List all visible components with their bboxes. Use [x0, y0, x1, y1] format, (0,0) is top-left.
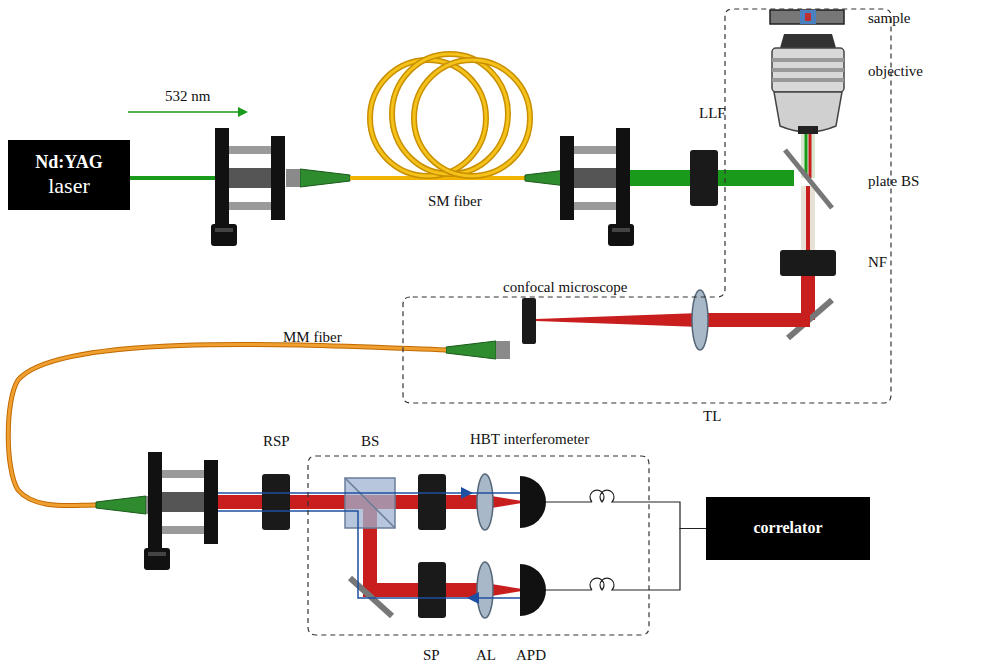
filter-label: LLF [699, 105, 726, 122]
region-heading: HBT interferometer [470, 431, 589, 448]
filter-label: SP [423, 647, 440, 664]
filter-label: NF [868, 254, 887, 271]
region-heading: confocal microscope [503, 279, 628, 296]
wavelength-label: 532 nm [165, 88, 210, 105]
box-title: Nd:YAG [35, 152, 102, 173]
lens-label: TL [703, 408, 721, 425]
box-title: correlator [754, 519, 823, 537]
correlator-box: correlator [706, 497, 870, 560]
dashed-outline [307, 455, 650, 636]
fiber-label: MM fiber [283, 329, 342, 346]
fiber-label: SM fiber [428, 193, 482, 210]
dashed-region: HBT interferometer [307, 455, 650, 636]
filter-label: RSP [263, 433, 290, 450]
part-label: sample [868, 10, 911, 27]
lens-label: AL [476, 647, 496, 664]
part-label: plate BS [868, 173, 919, 190]
part-label: objective [868, 63, 923, 80]
signal-wire [650, 502, 706, 529]
box-subtitle: laser [48, 173, 90, 198]
laser-box: Nd:YAGlaser [8, 140, 130, 210]
detector-label: APD [516, 647, 546, 664]
part-label: BS [361, 433, 379, 450]
